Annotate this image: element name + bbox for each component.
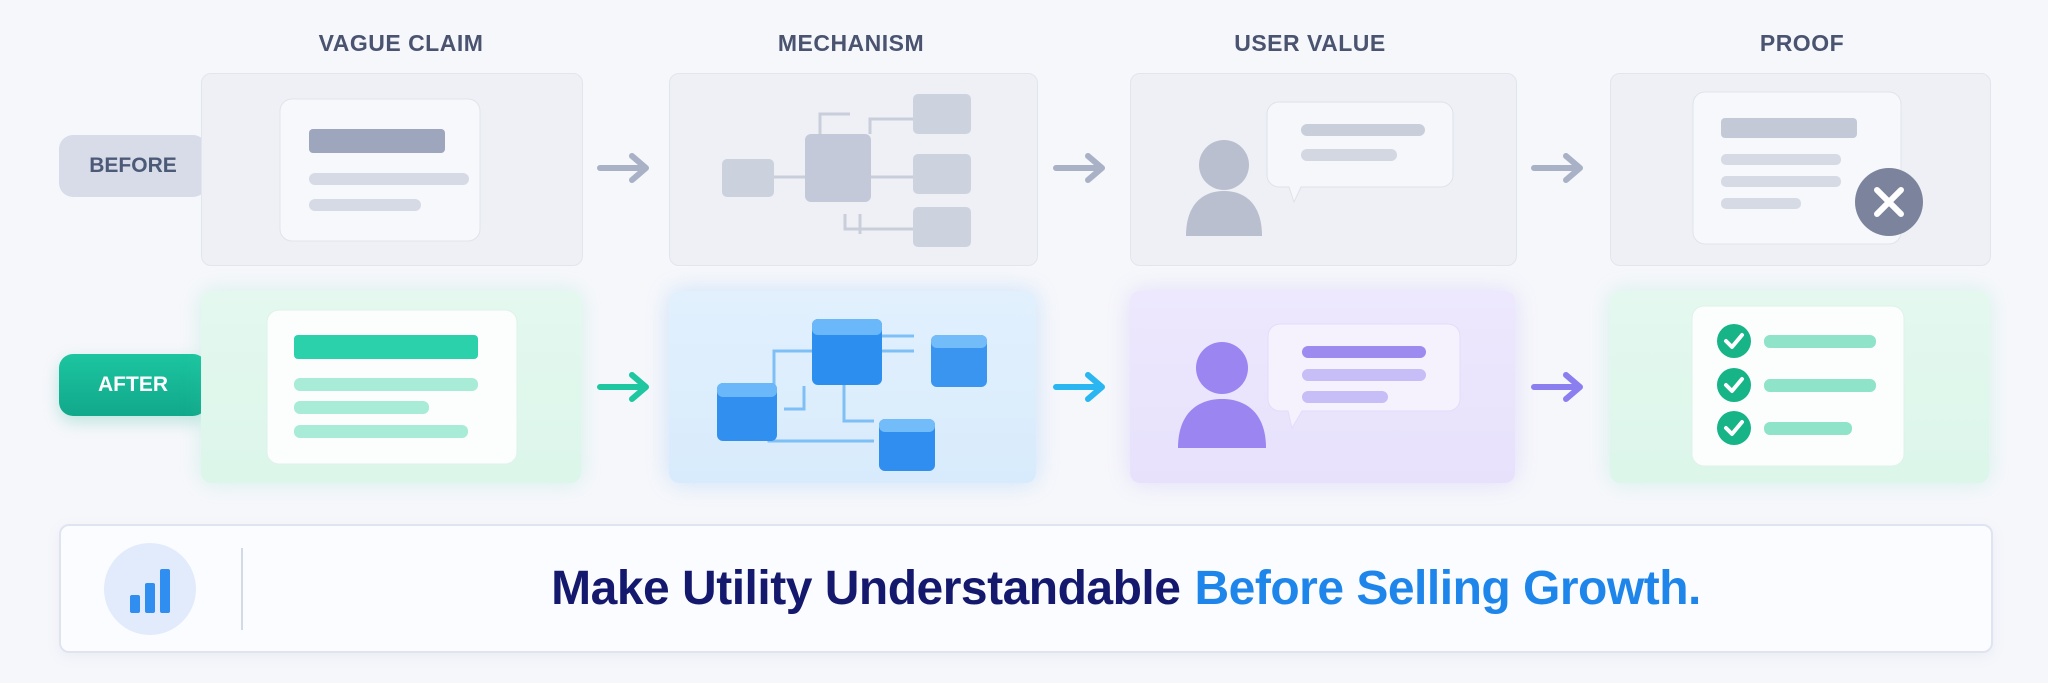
row-label-after: AFTER — [59, 354, 207, 416]
vague-claim-card-icon — [279, 98, 481, 242]
network-icon — [717, 319, 987, 471]
before-arrow-1-icon — [597, 153, 649, 183]
summary-banner: Make Utility Understandable Before Selli… — [59, 524, 1993, 653]
after-user-chat-icon — [1178, 323, 1461, 448]
check-circle-icon — [1717, 324, 1751, 358]
banner-text-dark: Make Utility Understandable — [551, 562, 1181, 615]
after-proof-panel — [1610, 291, 1989, 483]
column-header-mechanism: MECHANISM — [777, 30, 925, 56]
after-user-value-panel — [1130, 291, 1515, 483]
column-header-vague-claim: VAGUE CLAIM — [318, 30, 484, 56]
clear-claim-card-icon — [266, 309, 518, 465]
before-user-value-panel — [1130, 73, 1517, 266]
after-arrow-2-icon — [1053, 372, 1105, 402]
banner-divider — [241, 548, 243, 630]
banner-text-blue: Before Selling Growth. — [1194, 562, 1701, 615]
x-circle-icon — [1855, 168, 1923, 236]
before-proof-doc-icon — [1692, 91, 1923, 245]
check-circle-icon — [1717, 368, 1751, 402]
bar-chart-icon — [104, 543, 196, 635]
before-proof-panel — [1610, 73, 1991, 266]
after-mechanism-panel — [669, 291, 1036, 483]
before-arrow-3-icon — [1531, 153, 1583, 183]
after-arrow-1-icon — [597, 372, 649, 402]
after-vague-claim-panel — [201, 291, 581, 483]
cube-top — [812, 319, 882, 385]
row-label-before: BEFORE — [59, 135, 207, 197]
column-header-proof: PROOF — [1759, 30, 1845, 56]
before-vague-claim-panel — [201, 73, 583, 266]
column-header-user-value: USER VALUE — [1234, 30, 1386, 56]
before-arrow-2-icon — [1053, 153, 1105, 183]
proof-checklist-icon — [1691, 305, 1905, 467]
before-mechanism-panel — [669, 73, 1038, 266]
before-user-chat-icon — [1186, 101, 1454, 236]
tangled-network-icon — [722, 94, 971, 247]
after-arrow-3-icon — [1531, 372, 1583, 402]
check-circle-icon — [1717, 411, 1751, 445]
banner-headline: Make Utility Understandable Before Selli… — [261, 526, 1991, 651]
